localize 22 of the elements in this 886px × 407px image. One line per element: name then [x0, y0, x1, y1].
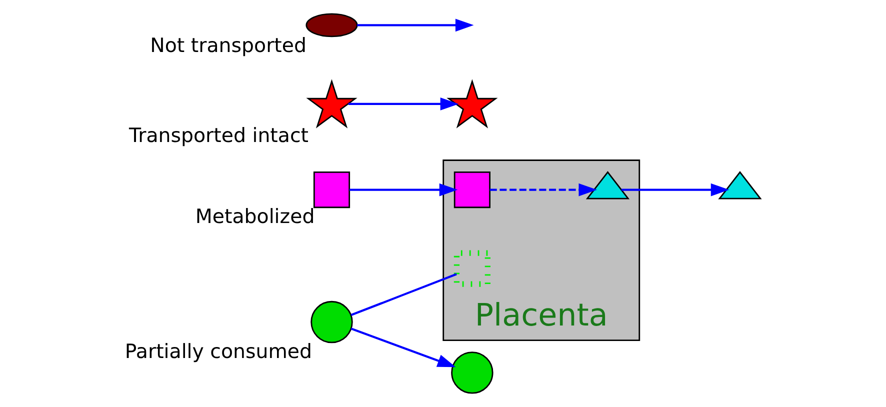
node-square — [454, 172, 490, 208]
node-square — [313, 172, 350, 208]
arrow — [357, 18, 474, 32]
node-star — [306, 79, 358, 128]
cluster: Placenta — [442, 160, 640, 342]
node-ellipse — [306, 13, 358, 38]
arrow — [350, 328, 456, 368]
node-triangle — [586, 171, 630, 200]
node-star — [446, 79, 498, 128]
node-label: Transported intact — [128, 124, 309, 148]
node-circle — [451, 352, 494, 394]
node-dots — [454, 250, 490, 287]
arrow — [348, 98, 459, 110]
node-label: Metabolized — [195, 205, 315, 228]
node-triangle — [718, 171, 762, 200]
connector — [350, 273, 457, 316]
node-label: Not transported — [150, 34, 306, 58]
node-circle — [310, 300, 353, 344]
arrow — [490, 183, 598, 196]
arrow — [349, 183, 458, 196]
node-label: Partially consumed — [124, 340, 312, 364]
arrow — [622, 183, 730, 196]
